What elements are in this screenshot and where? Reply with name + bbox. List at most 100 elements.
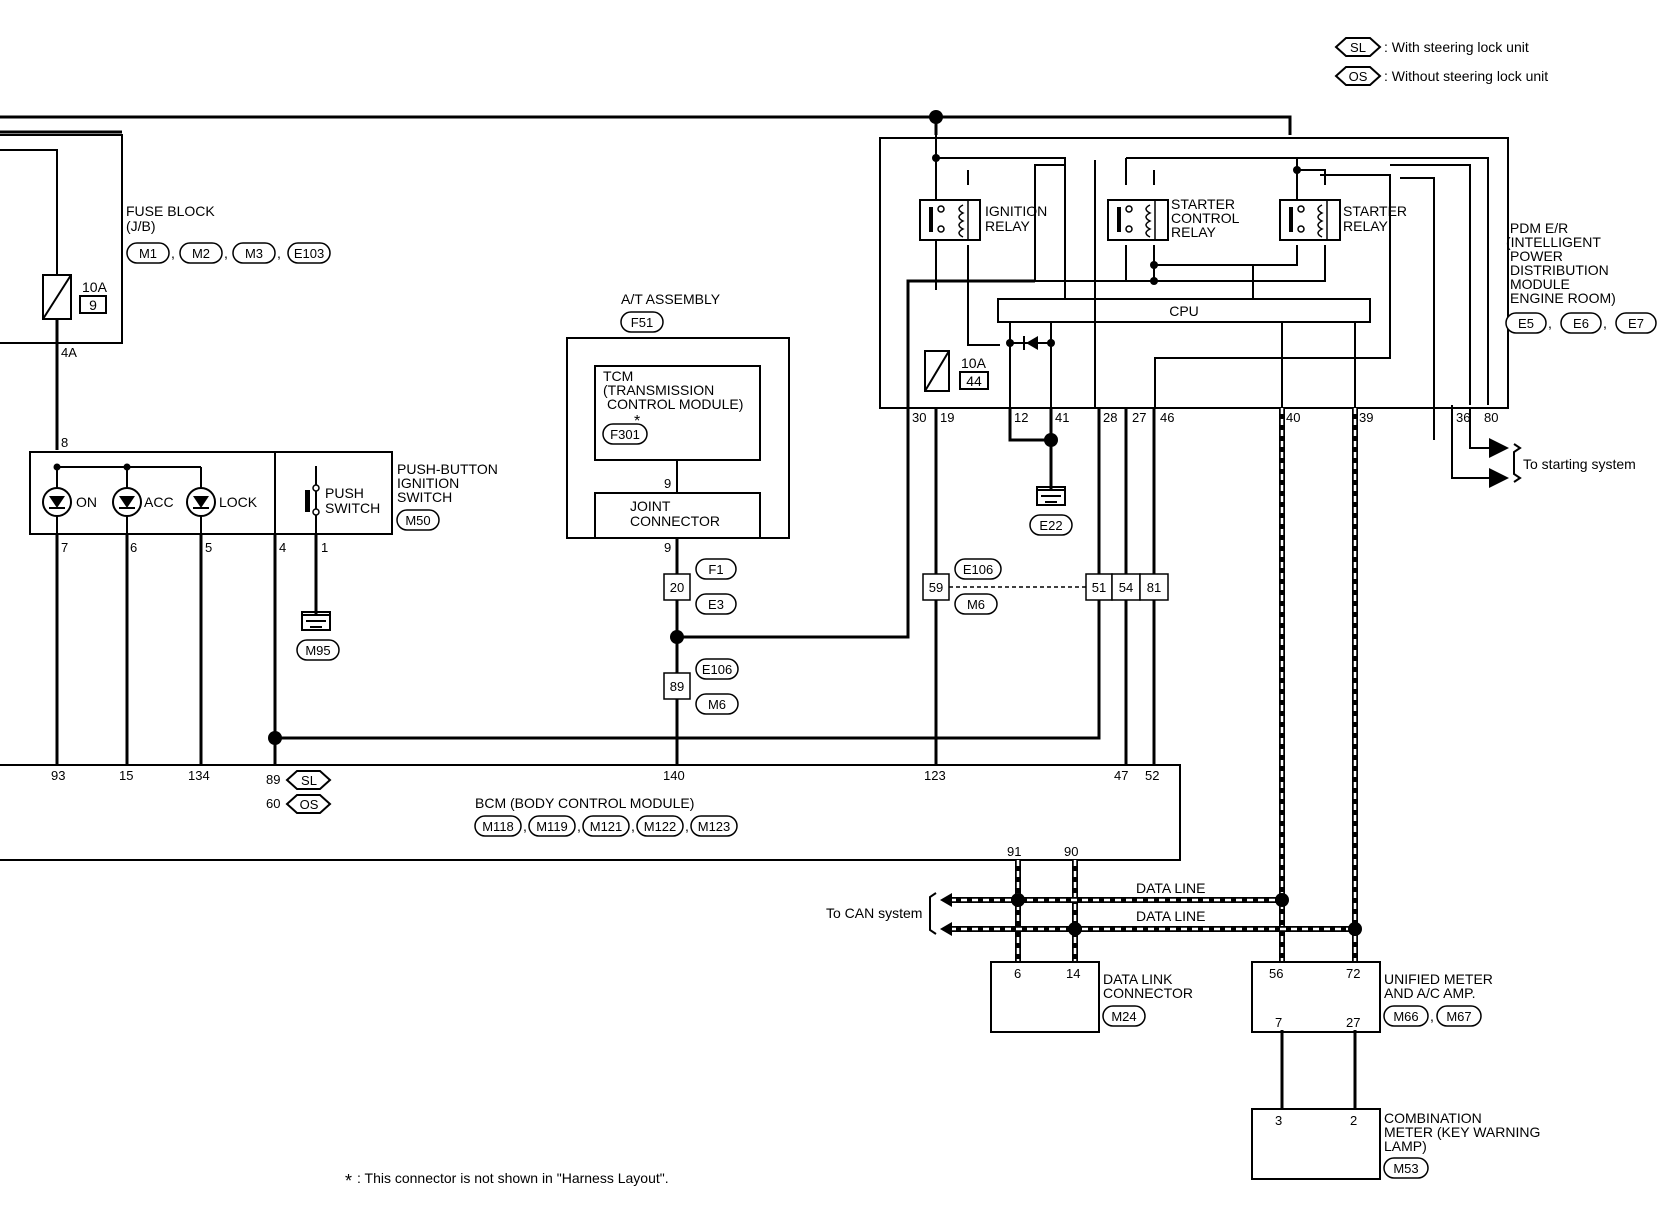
led-on-label: ON bbox=[76, 494, 97, 510]
inline-connectors: 20 89 59 51 54 81 bbox=[663, 573, 1169, 700]
led-lock-label: LOCK bbox=[219, 494, 258, 510]
svg-text:F1: F1 bbox=[708, 562, 723, 577]
svg-text:E103: E103 bbox=[294, 246, 324, 261]
bcm-os-tag: OS bbox=[300, 797, 319, 812]
svg-text:F301: F301 bbox=[610, 427, 640, 442]
svg-text:M123: M123 bbox=[698, 819, 731, 834]
svg-text:M119: M119 bbox=[536, 819, 568, 834]
pbs-pin-1: 1 bbox=[321, 540, 328, 555]
bcm-pin-89: 89 bbox=[266, 772, 280, 787]
combo-title-3: LAMP) bbox=[1384, 1138, 1427, 1154]
separator-comma: , bbox=[224, 245, 228, 261]
connector-tag-f301: F301 bbox=[602, 423, 648, 445]
svg-text:M3: M3 bbox=[245, 246, 263, 261]
inline-pin-59: 59 bbox=[922, 573, 950, 601]
ground-e22-connector: E22 bbox=[1029, 514, 1073, 536]
ipdm-pin-46: 46 bbox=[1160, 410, 1174, 425]
svg-text:M121: M121 bbox=[590, 819, 623, 834]
meter-title-1: UNIFIED METER bbox=[1384, 971, 1493, 987]
bcm-pin-93: 93 bbox=[51, 768, 65, 783]
inline-pin-89: 89 bbox=[663, 672, 691, 700]
connector-tag-m123: M123 bbox=[690, 815, 738, 837]
legend-sl-tag: SL bbox=[1350, 40, 1366, 55]
ground-m95-icon bbox=[301, 534, 331, 631]
ign-relay-title-1: IGNITION bbox=[985, 203, 1047, 219]
footnote-text: : This connector is not shown in "Harnes… bbox=[357, 1170, 669, 1186]
connector-tag-e103: E103 bbox=[287, 242, 331, 264]
connector-tag-m2: M2 bbox=[179, 242, 223, 264]
inline-pin-20: 20 bbox=[663, 573, 691, 601]
bcm-pin-140: 140 bbox=[663, 768, 685, 783]
connector-tag-e22: E22 bbox=[1029, 514, 1073, 536]
push-switch-icon bbox=[305, 466, 320, 534]
fuse-out-pin: 4A bbox=[61, 345, 77, 360]
bcm-pin-134: 134 bbox=[188, 768, 210, 783]
pbs-pin-4: 4 bbox=[279, 540, 286, 555]
ipdm-pin-19: 19 bbox=[940, 410, 954, 425]
svg-text:E7: E7 bbox=[1628, 316, 1644, 331]
svg-text:M50: M50 bbox=[405, 513, 430, 528]
dlc-connector: M24 bbox=[1102, 1005, 1146, 1027]
stc-relay-title-1: STARTER bbox=[1171, 196, 1235, 212]
svg-text:F51: F51 bbox=[631, 315, 653, 330]
legend-os-text: : Without steering lock unit bbox=[1384, 68, 1548, 84]
connector-tag-m95: M95 bbox=[296, 639, 340, 661]
pbs-title-2: IGNITION bbox=[397, 475, 459, 491]
svg-text:M1: M1 bbox=[139, 246, 157, 261]
separator-comma: , bbox=[577, 818, 581, 834]
bcm-pin-15: 15 bbox=[119, 768, 133, 783]
push-switch-label-2: SWITCH bbox=[325, 500, 380, 516]
pbs-pin-7: 7 bbox=[61, 540, 68, 555]
separator-comma: , bbox=[1430, 1008, 1434, 1024]
connector-tag-e106-a: E106 bbox=[695, 658, 739, 680]
separator-comma: , bbox=[277, 245, 281, 261]
to-starting-system: To starting system bbox=[1523, 456, 1636, 472]
tcm-star: * bbox=[634, 413, 640, 430]
connector-tag-m118: M118 bbox=[474, 815, 522, 837]
connector-tag-m119: M119 bbox=[528, 815, 576, 837]
starter-control-relay-icon bbox=[1107, 199, 1169, 241]
at-pin-top: 9 bbox=[664, 476, 671, 491]
stc-relay-title-2: CONTROL bbox=[1171, 210, 1240, 226]
footnote-star: * bbox=[345, 1171, 352, 1191]
unified-meter: 56 72 7 27 UNIFIED METER AND A/C AMP. bbox=[1251, 961, 1493, 1033]
ipdm-fuse-icon bbox=[924, 350, 950, 392]
connector-tag-m6-b: M6 bbox=[954, 593, 998, 615]
pbs-title-1: PUSH-BUTTON bbox=[397, 461, 498, 477]
svg-text:M6: M6 bbox=[708, 697, 726, 712]
push-switch-label-1: PUSH bbox=[325, 485, 364, 501]
joint-title-1: JOINT bbox=[630, 498, 671, 514]
ipdm-fuse-rating: 10A bbox=[961, 355, 987, 371]
to-can-system: To CAN system bbox=[826, 905, 922, 921]
fuse-block-sub: (J/B) bbox=[126, 218, 156, 234]
cpu-label: CPU bbox=[1169, 303, 1199, 319]
ipdm-pins: 30 19 12 41 28 27 46 40 39 36 80 bbox=[912, 410, 1498, 425]
fuse-rating: 10A bbox=[82, 279, 108, 295]
svg-text:E106: E106 bbox=[963, 562, 993, 577]
pbs-pin-6: 6 bbox=[130, 540, 137, 555]
connector-tag-e6: E6 bbox=[1560, 312, 1602, 334]
inline-pin-54: 54 bbox=[1111, 573, 1141, 601]
bcm-pin-47: 47 bbox=[1114, 768, 1128, 783]
fuse-block: 10A 9 4A FUSE BLOCK (J/B) bbox=[0, 134, 215, 450]
ipdm-pin-39: 39 bbox=[1359, 410, 1373, 425]
ipdm-pin-27: 27 bbox=[1132, 410, 1146, 425]
svg-text:54: 54 bbox=[1119, 580, 1133, 595]
pbs-pin-5: 5 bbox=[205, 540, 212, 555]
footnote: * : This connector is not shown in "Harn… bbox=[345, 1170, 669, 1191]
svg-text:E22: E22 bbox=[1039, 518, 1062, 533]
data-link-connector: 6 14 DATA LINK CONNECTOR bbox=[990, 961, 1193, 1033]
ipdm-title-1: IPDM E/R bbox=[1506, 220, 1568, 236]
svg-text:E6: E6 bbox=[1573, 316, 1589, 331]
bcm-pin-52: 52 bbox=[1145, 768, 1159, 783]
legend-sl-text: : With steering lock unit bbox=[1384, 39, 1529, 55]
pbs-top-pin: 8 bbox=[61, 435, 68, 450]
meter-pin-56: 56 bbox=[1269, 966, 1283, 981]
tcm-title-3: CONTROL MODULE) bbox=[607, 396, 743, 412]
legend-os: OS : Without steering lock unit bbox=[1334, 66, 1548, 86]
connector-tag-m3: M3 bbox=[232, 242, 276, 264]
at-to-bcm-wire bbox=[670, 279, 1035, 765]
connector-tag-m67: M67 bbox=[1436, 1005, 1482, 1027]
combo-pin-3: 3 bbox=[1275, 1113, 1282, 1128]
can-data-lines: DATA LINE DATA LINE To CAN system bbox=[826, 408, 1362, 1109]
